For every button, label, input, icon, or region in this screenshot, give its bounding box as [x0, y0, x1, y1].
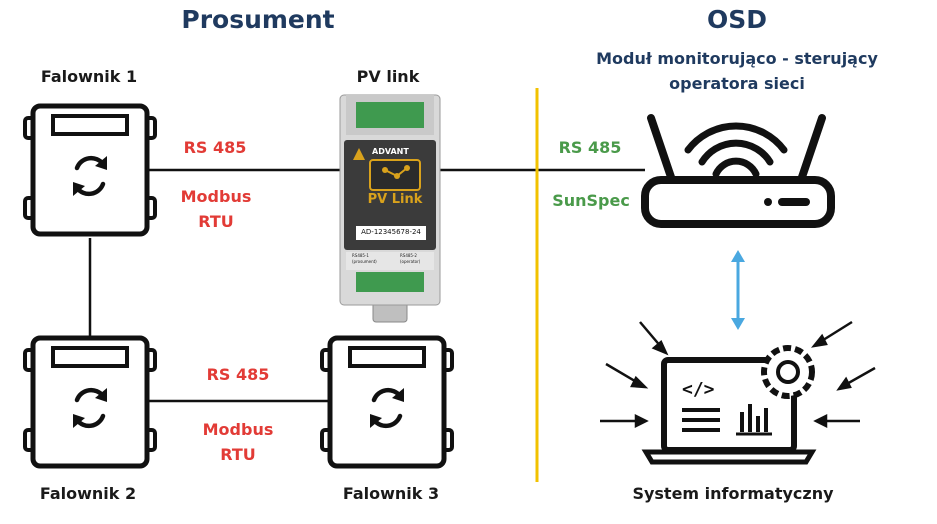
device-port-left-sub: (prosument)	[352, 259, 377, 264]
inverter3-icon	[322, 338, 452, 466]
link1-protocol: RS 485	[183, 138, 247, 157]
inverter1-label: Falownik 1	[40, 67, 138, 86]
link2-mode-line2: RTU	[220, 445, 256, 464]
device-port-right-sub: (operator)	[400, 259, 421, 264]
prosument-title: Prosument	[181, 5, 335, 34]
incoming-arrows-icon	[600, 320, 876, 429]
inverter3-label: Falownik 3	[342, 484, 440, 503]
osd-standard: SunSpec	[552, 191, 630, 210]
pvlink-label: PV link	[356, 67, 420, 86]
bidirectional-arrow-icon	[731, 250, 745, 330]
inverter1-icon	[25, 106, 155, 234]
inverter2-icon	[25, 338, 155, 466]
osd-module-line2: operatora sieci	[669, 74, 805, 93]
link1-mode-line1: Modbus	[180, 187, 252, 206]
device-brand: ADVANT	[372, 147, 409, 156]
laptop-code-gear-icon: </>	[641, 345, 817, 465]
osd-protocol: RS 485	[558, 138, 622, 157]
wifi-router-icon	[641, 114, 835, 228]
svg-text:</>: </>	[682, 379, 715, 400]
link1-mode-line2: RTU	[198, 212, 234, 231]
osd-title: OSD	[706, 5, 768, 34]
osd-module-line1: Moduł monitorująco - sterujący	[596, 49, 878, 68]
link2-mode-line1: Modbus	[202, 420, 274, 439]
system-label: System informatyczny	[632, 484, 834, 503]
inverter2-label: Falownik 2	[39, 484, 137, 503]
device-name: PV Link	[367, 192, 423, 207]
link2-protocol: RS 485	[206, 365, 270, 384]
pvlink-device-icon	[339, 94, 441, 323]
device-serial: AD-12345678-24	[361, 228, 421, 236]
device-port-left: RS485-1	[352, 253, 369, 258]
device-port-right: RS485-2	[400, 253, 417, 258]
